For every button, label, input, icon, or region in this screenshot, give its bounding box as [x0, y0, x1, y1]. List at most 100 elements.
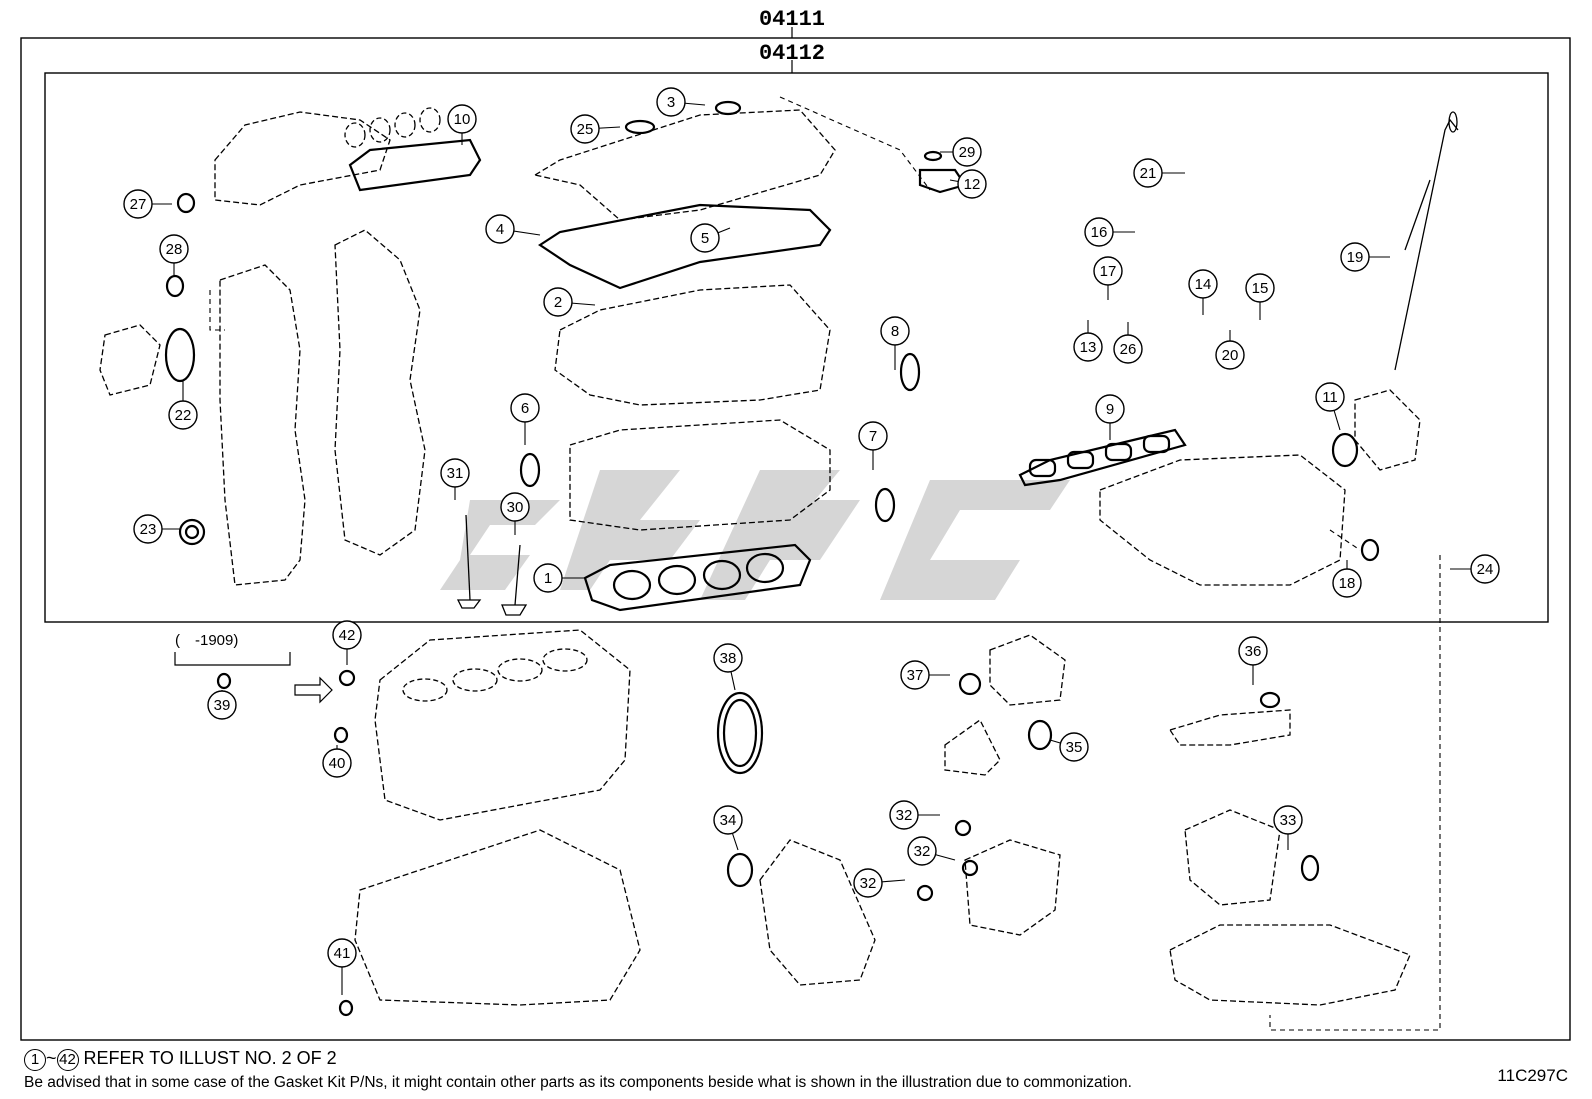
callout-number: 39	[214, 697, 231, 714]
water-inlet-outline	[1168, 709, 1291, 746]
callout-circle	[322, 748, 352, 778]
callout-7: 7	[858, 421, 888, 470]
callout-number: 20	[1222, 347, 1239, 364]
callout-41: 41	[327, 938, 357, 995]
callout-number: 23	[140, 521, 157, 538]
callout-number: 7	[869, 428, 877, 445]
callout-circle	[1315, 382, 1345, 412]
kit-code-inner: 04112	[759, 41, 825, 66]
callout-circle	[1073, 332, 1103, 362]
callout-38: 38	[713, 643, 743, 691]
callout-number: 25	[577, 121, 594, 138]
callout-6: 6	[510, 393, 540, 445]
callout-number: 29	[959, 144, 976, 161]
callout-circle	[1095, 394, 1125, 424]
callout-42: 42	[332, 620, 362, 665]
callout-circle	[1113, 334, 1143, 364]
callout-number: 8	[891, 323, 899, 340]
callout-circle	[656, 87, 686, 117]
callout-number: 17	[1100, 263, 1117, 280]
callout-32: 32	[907, 836, 956, 866]
callout-number: 40	[329, 755, 346, 772]
callout-circle	[858, 421, 888, 451]
callout-33: 33	[1273, 805, 1303, 850]
kit-code-outer: 04111	[759, 7, 825, 32]
water-pump-outline	[99, 324, 161, 396]
callout-circle	[332, 620, 362, 650]
footnote-refer-text: REFER TO ILLUST NO. 2 OF 2	[83, 1048, 337, 1068]
callout-circle	[880, 316, 910, 346]
callout-number: 24	[1477, 561, 1494, 578]
callout-number: 33	[1280, 812, 1297, 829]
callout-circle	[952, 137, 982, 167]
callout-circle	[123, 189, 153, 219]
callout-number: 37	[907, 667, 924, 684]
callout-circle	[1238, 636, 1268, 666]
callout-circle	[500, 492, 530, 522]
callout-25: 25	[570, 114, 621, 144]
callout-37: 37	[900, 660, 950, 690]
callout-circle	[510, 393, 540, 423]
callout-circle	[1273, 805, 1303, 835]
callout-number: 12	[964, 176, 981, 193]
callout-circle	[485, 214, 515, 244]
callout-16: 16	[1084, 217, 1135, 247]
callout-circle	[1093, 256, 1123, 286]
callout-circle	[543, 287, 573, 317]
callout-number: 1	[544, 570, 552, 587]
callout-29: 29	[940, 137, 982, 167]
callout-number: 11	[1322, 389, 1338, 406]
callout-circle	[1133, 158, 1163, 188]
callout-number: 4	[496, 221, 504, 238]
throttle-body-outline	[1354, 389, 1421, 471]
callout-number: 32	[860, 875, 877, 892]
egr-valve-outline	[989, 634, 1066, 706]
callout-number: 36	[1245, 643, 1262, 660]
callout-circle	[1188, 269, 1218, 299]
lower-crankcase-outline	[354, 829, 641, 1006]
callout-15: 15	[1245, 273, 1275, 320]
callout-2: 2	[543, 287, 596, 317]
camshaft-housing-outline	[554, 284, 831, 406]
callout-number: 30	[507, 499, 524, 516]
callout-number: 10	[454, 111, 471, 128]
callout-number: 5	[701, 230, 709, 247]
egr-pipe-outline	[944, 719, 1001, 776]
callout-24: 24	[1450, 554, 1500, 584]
callout-12: 12	[949, 169, 987, 199]
callout-31: 31	[440, 458, 470, 500]
callout-number: 15	[1252, 280, 1269, 297]
footnote-range-start: 1	[24, 1049, 46, 1071]
callout-number: 14	[1195, 276, 1212, 293]
callout-number: 42	[339, 627, 356, 644]
callout-number: 32	[914, 843, 931, 860]
dipstick	[1394, 118, 1459, 371]
callout-4: 4	[485, 214, 541, 244]
oil-pump-outline	[964, 839, 1061, 936]
callout-14: 14	[1188, 269, 1218, 315]
callout-number: 26	[1120, 341, 1137, 358]
callout-number: 16	[1091, 224, 1108, 241]
callout-number: 18	[1339, 575, 1356, 592]
exhaust-manifold-outline	[214, 111, 391, 206]
oil-filter-bracket-outline	[1184, 809, 1281, 906]
callout-circle	[853, 868, 883, 898]
callout-13: 13	[1073, 320, 1103, 362]
callout-35: 35	[1049, 732, 1089, 762]
timing-chain-case-outline	[334, 229, 426, 556]
callout-circle	[889, 800, 919, 830]
timing-rear-cover-outline	[759, 839, 876, 986]
callout-circle	[327, 938, 357, 968]
callout-number: 22	[175, 407, 192, 424]
valve-cover-gasket	[537, 203, 832, 290]
callout-number: 35	[1066, 739, 1083, 756]
callout-circle	[957, 169, 987, 199]
callout-circle	[690, 223, 720, 253]
callout-21: 21	[1133, 158, 1185, 188]
callout-number: 31	[447, 465, 464, 482]
callout-circle	[440, 458, 470, 488]
callout-circle	[1245, 273, 1275, 303]
callout-circle	[900, 660, 930, 690]
inner-kit-frame	[44, 72, 1549, 623]
